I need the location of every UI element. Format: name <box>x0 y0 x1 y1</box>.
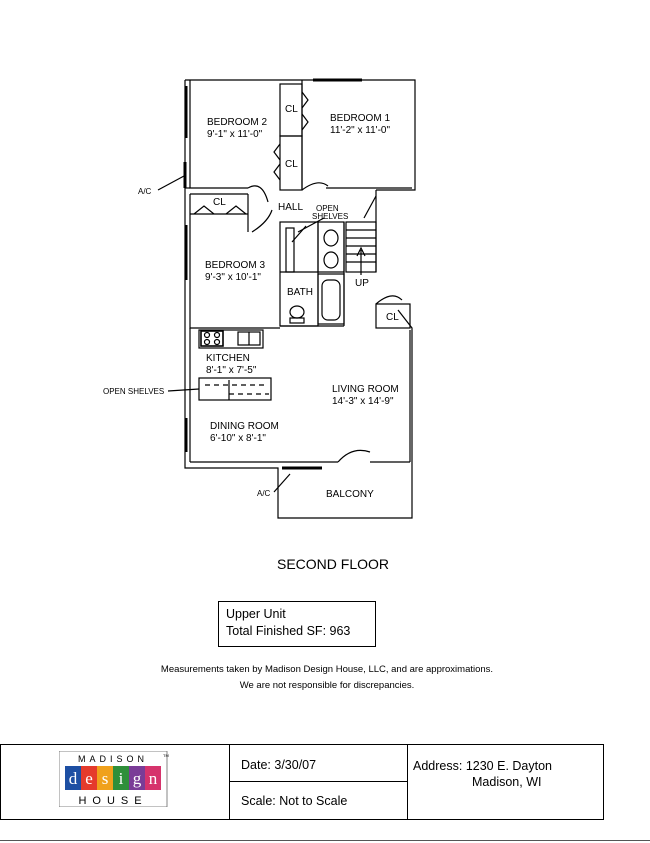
scale-label: Scale: <box>241 794 276 808</box>
kitchen-name: KITCHEN <box>206 353 250 364</box>
floor-plan: BEDROOM 1 11'-2" x 11'-0" BEDROOM 2 9'-1… <box>103 78 416 519</box>
door-swing <box>247 185 269 203</box>
kitchen-dims: 8'-1" x 7'-5" <box>206 365 257 376</box>
date-value: 3/30/07 <box>274 758 317 772</box>
toilet-tank <box>289 317 305 324</box>
living-room-name: LIVING ROOM <box>332 384 399 395</box>
closet-door <box>273 163 281 181</box>
logo-letter-tile <box>81 766 97 790</box>
date-cell: Date: 3/30/07 <box>229 745 407 782</box>
closet-door <box>301 91 309 109</box>
date-label: Date: <box>241 758 271 772</box>
door-swing <box>301 182 329 191</box>
bedroom2-name: BEDROOM 2 <box>207 117 267 128</box>
logo-letter: g <box>133 769 142 788</box>
outer-wall <box>397 309 413 468</box>
bath-label: BATH <box>287 287 313 298</box>
bedroom1-dims: 11'-2" x 11'-0" <box>330 125 390 136</box>
bottom-rule <box>0 840 650 841</box>
door-swing <box>375 295 403 305</box>
scale-cell: Scale: Not to Scale <box>229 782 407 819</box>
logo-letter: n <box>149 769 158 788</box>
hall-label: HALL <box>278 202 303 213</box>
closet-door <box>273 143 281 161</box>
logo-letter-tile <box>113 766 129 790</box>
stairs-up-label: UP <box>355 278 369 289</box>
logo-letter: i <box>119 769 124 788</box>
unit-name: Upper Unit <box>226 607 286 621</box>
closet-door <box>301 113 309 131</box>
ac-leader <box>157 175 185 191</box>
sink <box>323 251 339 269</box>
logo-letter-tile <box>97 766 113 790</box>
finished-sf-label: Total Finished SF: <box>226 624 327 638</box>
open-shelves-line2: SHELVES <box>312 212 348 221</box>
finished-sf: Total Finished SF: 963 <box>226 623 368 640</box>
logo-letter-tile <box>65 766 81 790</box>
logo-bottom-text: HOUSE <box>78 795 147 807</box>
shelf-inner <box>285 227 295 273</box>
ac-leader <box>273 473 291 493</box>
stair-arrow-head <box>356 246 366 257</box>
ac-label-west: A/C <box>138 187 152 196</box>
closet-label-bedroom3: CL <box>213 197 226 208</box>
finished-sf-value: 963 <box>329 624 351 638</box>
scale-value: Not to Scale <box>279 794 348 808</box>
unit-summary-box: Upper Unit Total Finished SF: 963 <box>218 601 376 647</box>
address-cell: Address: 1230 E. Dayton Madison, WI <box>407 745 603 819</box>
bedroom3-name: BEDROOM 3 <box>205 260 265 271</box>
open-shelves-line1: OPEN <box>316 204 339 213</box>
ac-label-balcony: A/C <box>257 489 271 498</box>
living-room-dims: 14'-3" x 14'-9" <box>332 396 394 407</box>
title-block-middle: Date: 3/30/07 Scale: Not to Scale <box>229 745 408 819</box>
outer-wall <box>184 80 413 519</box>
door-swing <box>251 209 273 233</box>
address-line2: Madison, WI <box>472 775 542 789</box>
balcony-name: BALCONY <box>326 489 374 500</box>
door-swing <box>363 195 377 219</box>
address-label: Address: <box>413 759 463 773</box>
sink <box>323 229 339 247</box>
closet-label-bedroom1: CL <box>285 104 298 115</box>
shelves-leader <box>167 388 200 392</box>
bedroom2-dims: 9'-1" x 11'-0" <box>207 129 263 140</box>
stove <box>200 330 224 347</box>
bathtub-inner <box>321 279 341 321</box>
disclaimer-line2: We are not responsible for discrepancies… <box>239 680 415 691</box>
logo-letter: e <box>85 769 93 788</box>
closet-label-hall: CL <box>285 159 298 170</box>
logo-top-text: MADISON <box>78 754 148 764</box>
door-swing <box>337 449 371 463</box>
closet-door <box>225 205 247 215</box>
logo-letter: d <box>69 769 78 788</box>
open-shelves-leader <box>297 217 325 233</box>
bedroom1-name: BEDROOM 1 <box>330 113 390 124</box>
logo-letter: s <box>102 769 109 788</box>
address-line1: 1230 E. Dayton <box>465 759 552 773</box>
open-shelves-callout: OPEN SHELVES <box>103 387 164 396</box>
dining-room-dims: 6'-10" x 8'-1" <box>210 433 266 444</box>
disclaimer-line1: Measurements taken by Madison Design Hou… <box>160 664 494 675</box>
floor-title: SECOND FLOOR <box>276 556 389 572</box>
dining-room-name: DINING ROOM <box>210 421 279 432</box>
outer-wall <box>185 79 416 191</box>
logo-letter-tile <box>145 766 161 790</box>
counter <box>198 329 264 349</box>
toilet <box>289 305 305 319</box>
closet-label-living: CL <box>386 312 399 323</box>
logo-tm: TM <box>163 753 169 758</box>
closet-door <box>193 205 215 215</box>
bedroom3-dims: 9'-3" x 10'-1" <box>205 272 261 283</box>
disclaimer: Measurements taken by Madison Design Hou… <box>0 662 650 694</box>
logo-letter-tile <box>129 766 145 790</box>
closet <box>375 303 411 329</box>
open-shelves-counter <box>198 377 272 401</box>
